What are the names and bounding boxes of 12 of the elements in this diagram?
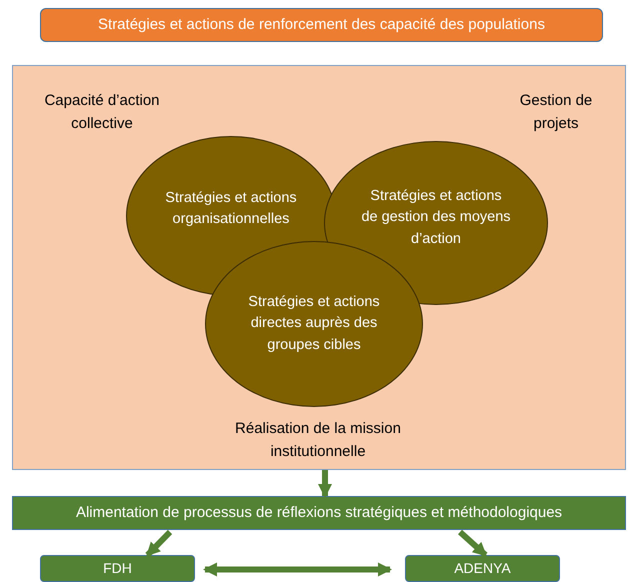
process-box: Alimentation de processus de réflexions stratégiques et méthodologiques — [12, 496, 626, 530]
panel-label: Capacité d’action collective — [43, 91, 161, 134]
arrow — [203, 562, 392, 576]
panel-label: Gestion de projets — [518, 91, 594, 134]
organization-box: ADENYA — [405, 555, 560, 582]
capacity-panel — [12, 65, 626, 470]
arrow — [318, 470, 332, 498]
arrow — [145, 530, 172, 558]
title-box: Stratégies et actions de renforcement des capacité des populations — [40, 8, 603, 42]
organization-box: FDH — [40, 555, 195, 582]
arrow — [458, 530, 488, 558]
panel-label: Réalisation de la mission institutionnelle — [234, 419, 402, 462]
